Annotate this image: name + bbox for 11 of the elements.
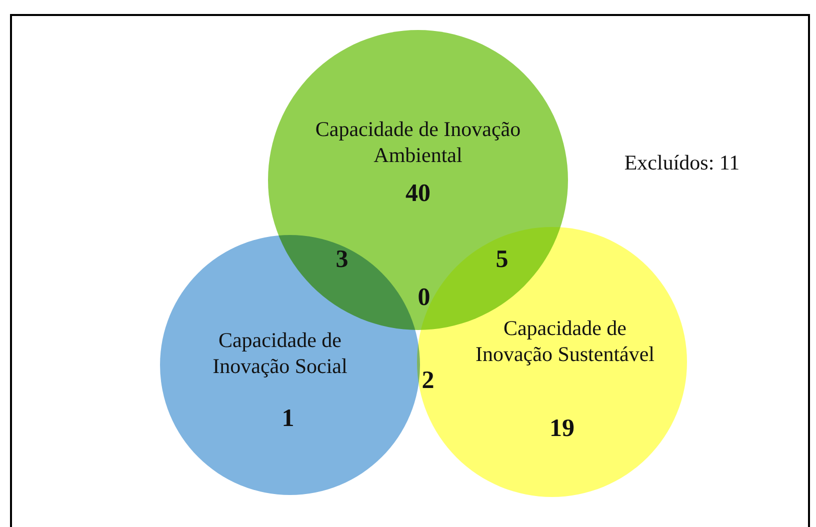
overlap-count: 3 <box>336 246 348 274</box>
overlap-count: 2 <box>422 367 434 395</box>
set-count: 40 <box>406 180 430 208</box>
set-count: 1 <box>282 405 294 433</box>
set-label: Capacidade de Inovação Ambiental <box>314 116 522 168</box>
overlap-count: 0 <box>418 284 430 312</box>
overlap-count: 5 <box>496 246 508 274</box>
set-label: Capacidade de Inovação Sustentável <box>475 315 655 368</box>
note-text: Excluídos: 11 <box>624 150 740 176</box>
set-label: Capacidade de Inovação Social <box>212 327 348 380</box>
set-count: 19 <box>550 415 574 443</box>
